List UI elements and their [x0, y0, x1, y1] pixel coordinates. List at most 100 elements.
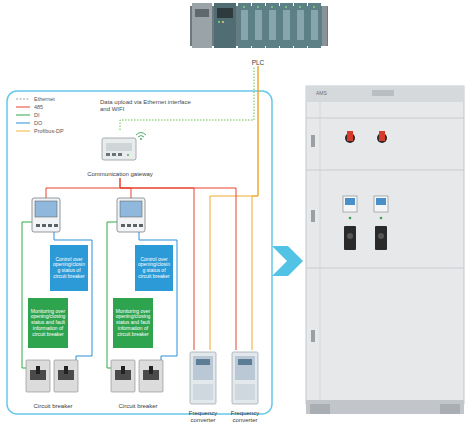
power-meter-part — [120, 201, 142, 217]
plc-rack-part — [214, 3, 236, 48]
legend-text: 485 — [34, 104, 43, 110]
ams-cabinet-part — [344, 226, 356, 250]
plc-rack-part — [280, 3, 293, 48]
ams-cabinet-part — [379, 131, 385, 141]
node-text: Frequency converter — [222, 410, 268, 424]
power-meter-part — [139, 224, 143, 227]
ams-cabinet-part — [320, 102, 321, 404]
circuit-breaker-symbol-part — [26, 360, 50, 392]
plc-rack-part — [217, 8, 233, 18]
legend-line-sample — [16, 99, 30, 100]
ams-cabinet-part — [349, 217, 352, 220]
legend-line-sample — [16, 107, 30, 108]
ams-cabinet-part — [374, 196, 388, 212]
di-wire — [22, 222, 117, 368]
circuit-breaker-symbol — [26, 360, 163, 392]
node-text: Control over opening/closing status of c… — [52, 257, 86, 280]
wifi-symbol-part — [140, 138, 142, 140]
circuit-breaker: Circuit breaker — [103, 354, 173, 410]
legend-text: Ethernet — [34, 96, 55, 102]
plc-rack-part — [285, 6, 287, 8]
monitoring-callout: Monitoring over opening/closing status a… — [113, 298, 153, 348]
ams-cabinet-part — [306, 268, 464, 269]
node-text: PLC — [188, 59, 328, 66]
signal-wire — [210, 66, 258, 350]
ams-cabinet-part — [306, 170, 464, 171]
ams-cabinet — [306, 86, 464, 414]
ams-cabinet-part — [306, 86, 464, 404]
plc-rack-part — [252, 3, 265, 48]
gateway-device-part — [106, 143, 132, 151]
circuit-breaker-symbol-part — [121, 366, 125, 374]
legend-line-sample — [16, 115, 30, 116]
power-meter-part — [32, 198, 60, 232]
gateway-device-part — [118, 153, 122, 156]
frequency-converter-symbol-part — [196, 359, 210, 365]
annotation-text: Data upload via Ethernet interface and W… — [100, 99, 195, 113]
ams-cabinet-part — [311, 135, 315, 147]
ams-cabinet: AMS — [306, 86, 464, 414]
system-frame — [7, 91, 272, 414]
frequency-converter-symbol-part — [238, 359, 252, 365]
communication-gateway: Communication gateway — [82, 130, 158, 178]
ams-cabinet-part — [310, 404, 330, 414]
power-meter-part — [133, 224, 137, 227]
frequency-converter-symbol-part — [193, 384, 213, 400]
plc-rack-part — [222, 21, 224, 23]
power-meter-part — [127, 224, 131, 227]
plc-rack-part — [299, 6, 301, 8]
legend-row: DO — [16, 119, 64, 127]
frequency-converter-symbol-part — [235, 356, 255, 380]
power-meter-part — [121, 224, 125, 227]
plc-rack-part — [243, 6, 245, 8]
legend-sample — [16, 104, 30, 110]
node-text: Communication gateway — [82, 171, 158, 178]
ams-cabinet-part — [306, 400, 464, 414]
plc-rack-part — [283, 10, 290, 40]
ams-cabinet-part — [347, 131, 353, 141]
system-frame-part — [7, 91, 272, 414]
ams-cabinet-part — [380, 217, 383, 220]
node-text: Circuit breaker — [18, 403, 88, 410]
legend-sample — [16, 112, 30, 118]
plc-rack — [190, 3, 328, 48]
frequency-converter-symbol-part — [232, 352, 258, 404]
circuit-breaker-symbol-part — [111, 360, 135, 392]
ams-cabinet-part — [372, 90, 394, 96]
plc-unit: PLC — [188, 2, 328, 66]
node-text: Monitoring over opening/closing status a… — [30, 309, 66, 338]
gateway-device-part — [106, 153, 110, 156]
node-text: AMS — [316, 91, 464, 97]
ams-cabinet-part — [376, 198, 386, 205]
monitoring-callout: Monitoring over opening/closing status a… — [28, 298, 68, 348]
circuit-breaker-symbol-part — [64, 366, 68, 374]
gateway-device-part — [112, 153, 116, 156]
frequency-converter-symbol-part — [190, 352, 216, 404]
plc-rack-part — [294, 3, 307, 48]
rs485-bus — [46, 188, 131, 198]
circuit-breaker-symbol-part — [149, 366, 153, 374]
circuit-breaker-symbol-part — [36, 366, 40, 374]
rs485-bus-part — [131, 188, 132, 198]
legend-row: Ethernet — [16, 95, 64, 103]
gateway-device — [102, 138, 136, 160]
control-callout: Control over opening/closing status of c… — [50, 245, 88, 291]
ams-cabinet-part — [311, 210, 315, 222]
ams-cabinet-part — [347, 233, 353, 239]
power-meter — [32, 198, 145, 232]
ams-cabinet-part — [306, 118, 464, 119]
rs485-bus-part — [46, 188, 47, 198]
circuit-breaker: Circuit breaker — [18, 354, 88, 410]
legend-text: DI — [34, 112, 40, 118]
power-meter-part — [42, 224, 46, 227]
power-meter-part — [36, 224, 40, 227]
power-meter-part — [54, 224, 58, 227]
circuit-breaker-symbol-part — [54, 360, 78, 392]
wifi-symbol-part — [138, 136, 144, 138]
control-callout: Control over opening/closing status of c… — [135, 245, 173, 291]
legend-text: Profibus-DP — [34, 128, 64, 134]
frequency-converter: Frequency converter — [180, 350, 226, 424]
